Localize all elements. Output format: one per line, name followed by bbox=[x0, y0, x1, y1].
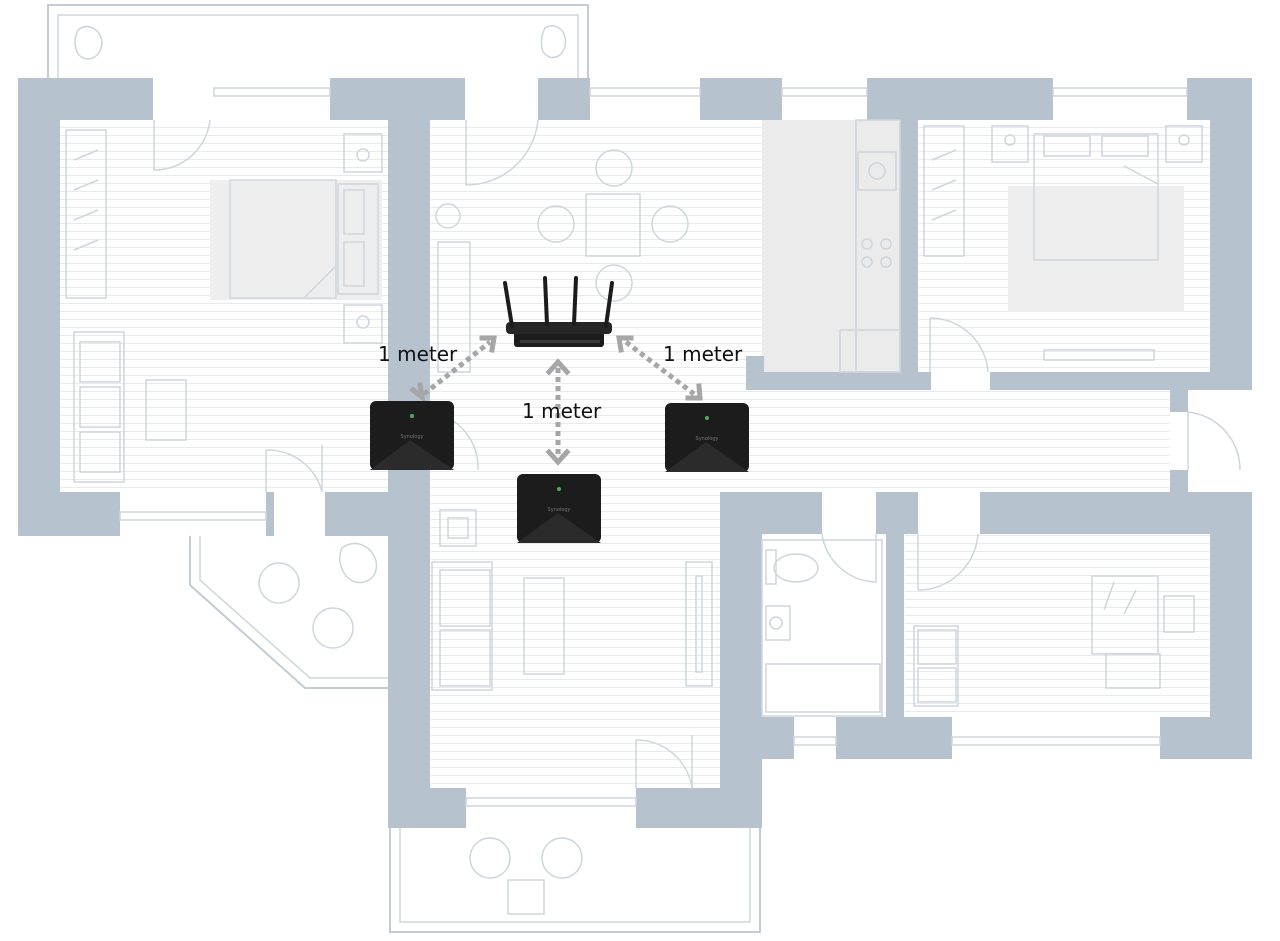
bottom-balcony bbox=[389, 828, 761, 933]
floor-hatching bbox=[60, 120, 1210, 788]
office-furniture bbox=[913, 533, 1195, 707]
router bbox=[503, 276, 614, 347]
node-brand-right: Synology bbox=[696, 436, 719, 442]
lower-living-furniture bbox=[431, 509, 713, 789]
distance-label-left: 1 meter bbox=[378, 342, 458, 366]
node-brand-left: Synology bbox=[401, 434, 424, 440]
distance-label-center: 1 meter bbox=[522, 399, 602, 423]
left-bedroom-furniture bbox=[65, 119, 383, 493]
distance-label-right: 1 meter bbox=[663, 342, 743, 366]
top-balcony bbox=[47, 4, 589, 78]
walls bbox=[18, 78, 1252, 828]
mesh-node-left bbox=[370, 401, 454, 470]
node-brand-center: Synology bbox=[548, 507, 571, 513]
left-balcony bbox=[189, 536, 388, 689]
bathroom bbox=[761, 533, 883, 717]
right-bedroom-furniture bbox=[923, 125, 1203, 373]
mesh-node-center bbox=[517, 474, 601, 543]
distance-arrows bbox=[409, 335, 703, 466]
mesh-node-right bbox=[665, 403, 749, 472]
dining-furniture bbox=[435, 119, 689, 373]
kitchen bbox=[762, 119, 901, 373]
windows bbox=[119, 87, 1188, 807]
